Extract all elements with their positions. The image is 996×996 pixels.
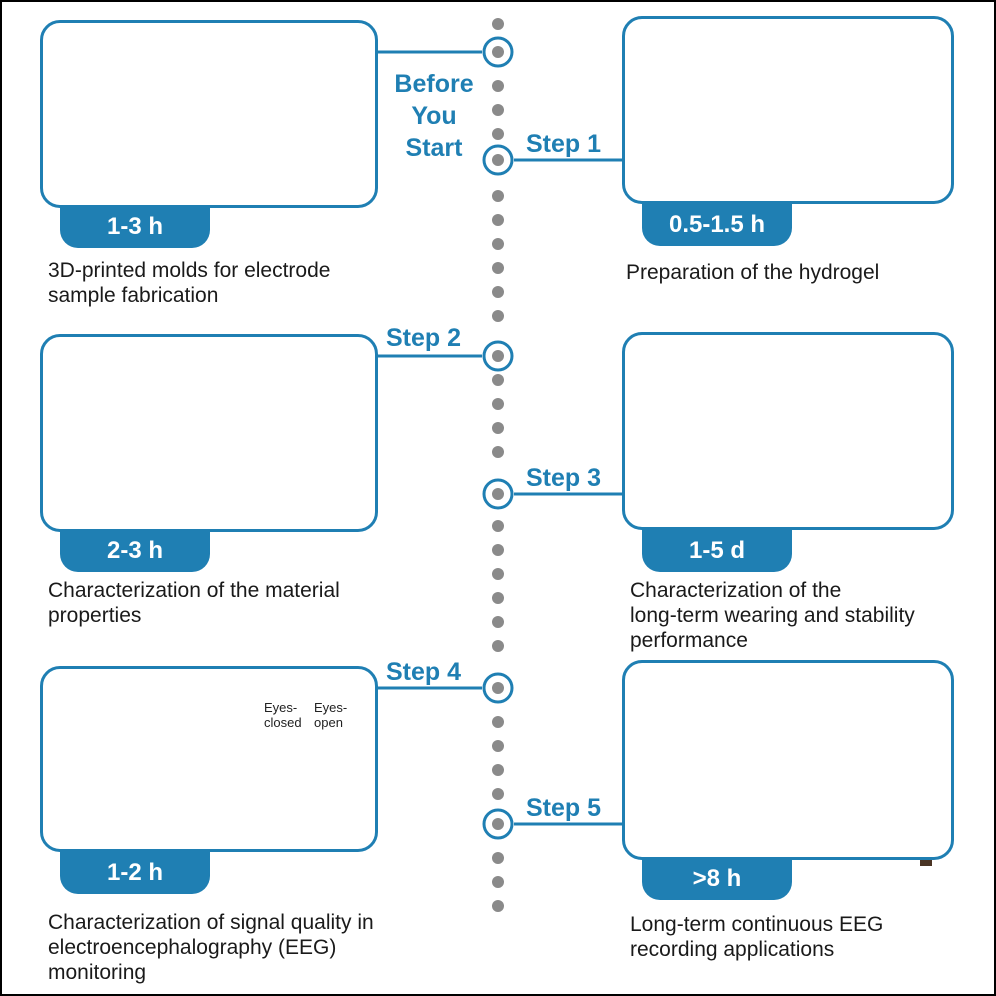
step1-description: Preparation of the hydrogel xyxy=(626,260,879,285)
step3-time-badge: 1-5 d xyxy=(642,530,792,572)
step3-label: Step 3 xyxy=(526,464,602,492)
step4-card xyxy=(40,666,378,852)
step4-desc-line-3: monitoring xyxy=(48,961,147,984)
timeline-node-centers xyxy=(492,46,504,830)
before-desc-line-1: 3D-printed molds for electrode xyxy=(48,259,331,282)
step3-desc-line-2: long-term wearing and stability xyxy=(630,604,915,627)
step1-time-badge: 0.5-1.5 h xyxy=(642,204,792,246)
step2-desc-line-1: Characterization of the material xyxy=(48,579,340,602)
step4-time-badge: 1-2 h xyxy=(60,852,210,894)
timeline-dots xyxy=(492,18,504,912)
step4-description: Characterization of signal quality in el… xyxy=(48,910,374,985)
step2-description: Characterization of the material propert… xyxy=(48,578,340,628)
step3-card xyxy=(622,332,954,530)
step4-label: Step 4 xyxy=(386,658,462,686)
step3-description: Characterization of the long-term wearin… xyxy=(630,578,915,653)
step4-desc-line-1: Characterization of signal quality in xyxy=(48,911,374,934)
step5-desc-line-1: Long-term continuous EEG xyxy=(630,913,884,936)
before-card xyxy=(40,20,378,208)
step5-card xyxy=(622,660,954,860)
before-desc-line-2: sample fabrication xyxy=(48,284,219,307)
before-description: 3D-printed molds for electrode sample fa… xyxy=(48,258,330,308)
before-time-badge: 1-3 h xyxy=(60,206,210,248)
step5-description: Long-term continuous EEG recording appli… xyxy=(630,912,883,962)
intro-line-1: Before xyxy=(394,70,474,98)
signal-label-eyes-closed-1: Eyes- xyxy=(264,700,298,715)
step1-label: Step 1 xyxy=(526,130,602,158)
step2-time-badge: 2-3 h xyxy=(60,530,210,572)
intro-line-3: Start xyxy=(405,134,463,162)
timeline-connectors xyxy=(378,50,622,826)
step1-card xyxy=(622,16,954,204)
signal-label-eyes-closed-2: closed xyxy=(264,715,302,730)
signal-label-eyes-closed: Eyes- closed xyxy=(264,700,314,730)
step1-desc-line-1: Preparation of the hydrogel xyxy=(626,261,880,284)
step5-label: Step 5 xyxy=(526,794,602,822)
step3-desc-line-1: Characterization of the xyxy=(630,579,842,602)
signal-label-eyes-open: Eyes- open xyxy=(314,700,359,730)
step4-desc-line-2: electroencephalography (EEG) xyxy=(48,936,337,959)
step2-card xyxy=(40,334,378,532)
signal-label-eyes-open-1: Eyes- xyxy=(314,700,348,715)
before-you-start-label: Before You Start xyxy=(379,68,489,164)
step2-label: Step 2 xyxy=(386,324,462,352)
step5-desc-line-2: recording applications xyxy=(630,938,835,961)
step2-desc-line-2: properties xyxy=(48,604,142,627)
step5-time-badge: >8 h xyxy=(642,858,792,900)
signal-label-eyes-open-2: open xyxy=(314,715,343,730)
intro-line-2: You xyxy=(411,102,457,130)
step3-desc-line-3: performance xyxy=(630,629,748,652)
